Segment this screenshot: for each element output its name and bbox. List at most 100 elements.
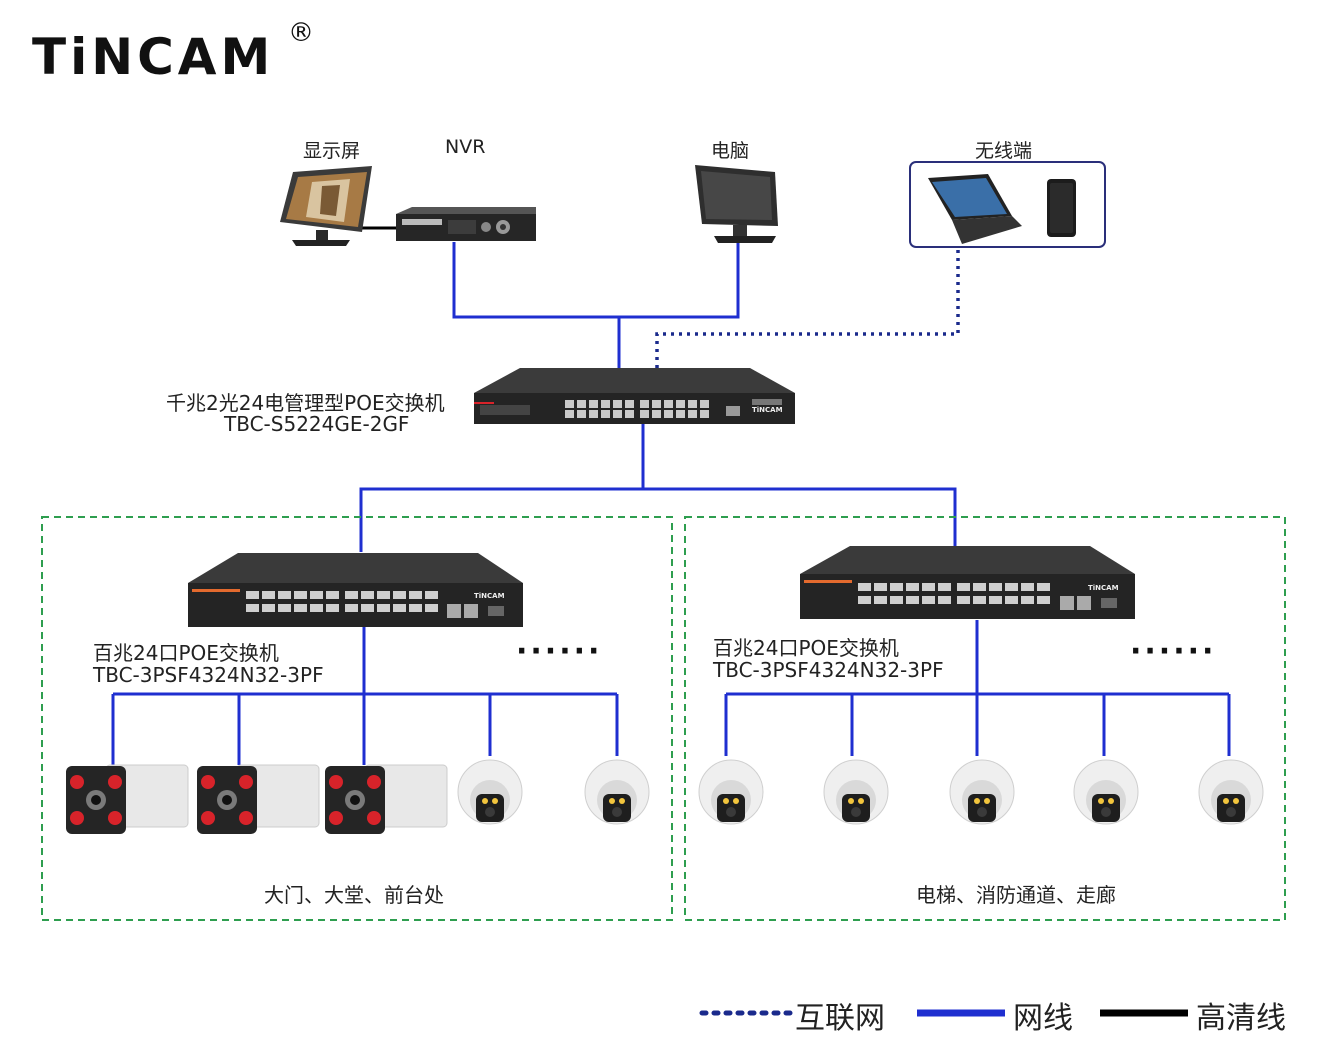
switch-port — [393, 604, 406, 612]
monitor-device — [280, 166, 372, 246]
switch-port — [973, 583, 986, 591]
switch-port — [1021, 583, 1034, 591]
switch-port — [601, 400, 610, 408]
switch-port — [409, 604, 422, 612]
switch-port — [989, 596, 1002, 604]
core-switch-model: TBC-S5224GE-2GF — [224, 412, 410, 436]
cable-nvr — [452, 242, 740, 319]
bullet-camera — [325, 764, 448, 834]
switch-port — [1021, 596, 1034, 604]
left-switch-model: TBC-3PSF4324N32-3PF — [93, 663, 324, 687]
core-switch-brand: TiNCAM — [752, 406, 783, 414]
switch-port — [890, 583, 903, 591]
dome-camera — [1073, 759, 1139, 825]
left-switch-name: 百兆24口POE交换机 — [93, 641, 279, 665]
switch-port — [613, 410, 622, 418]
bullet-camera — [197, 764, 320, 834]
switch-port — [377, 604, 390, 612]
switch-port — [345, 604, 358, 612]
switch-port — [1037, 596, 1050, 604]
switch-port — [262, 591, 275, 599]
right-more-indicator: ······ — [1130, 634, 1217, 669]
switch-port — [278, 604, 291, 612]
switch-port — [1037, 583, 1050, 591]
core-switch-name: 千兆2光24电管理型POE交换机 — [166, 391, 445, 415]
switch-port — [262, 604, 275, 612]
left-more-indicator: ······ — [516, 634, 603, 669]
nvr-device — [396, 207, 536, 241]
right-zone-label: 电梯、消防通道、走廊 — [916, 883, 1116, 907]
switch-port — [676, 410, 685, 418]
access-switch-left-device: TiNCAM — [188, 553, 523, 627]
switch-port — [294, 604, 307, 612]
switch-port — [326, 591, 339, 599]
dome-camera — [949, 759, 1015, 825]
switch-port — [664, 410, 673, 418]
switch-port — [601, 410, 610, 418]
switch-port — [409, 591, 422, 599]
switch-port — [246, 591, 259, 599]
pc-label: 电脑 — [711, 140, 750, 162]
legend-network-label: 网线 — [1013, 1001, 1073, 1036]
switch-port — [688, 400, 697, 408]
switch-port — [326, 604, 339, 612]
switch-port — [922, 583, 935, 591]
switch-port — [577, 400, 586, 408]
switch-port — [425, 604, 438, 612]
right-switch-model: TBC-3PSF4324N32-3PF — [713, 658, 944, 682]
zone-left-border — [41, 516, 673, 921]
switch-port — [858, 596, 871, 604]
switch-port — [589, 400, 598, 408]
cable-core-branch — [359, 487, 957, 552]
switch-port — [425, 591, 438, 599]
pc-device — [695, 165, 778, 243]
dome-camera — [1198, 759, 1264, 825]
phone-device — [1047, 179, 1076, 237]
switch-port — [310, 591, 323, 599]
wireless-label: 无线端 — [975, 140, 1033, 162]
switch-port — [973, 596, 986, 604]
switch-port — [938, 596, 951, 604]
camera-group — [66, 759, 1264, 834]
left-zone-label: 大门、大堂、前台处 — [264, 883, 444, 907]
switch-port — [565, 400, 574, 408]
switch-port — [246, 604, 259, 612]
dome-camera — [698, 759, 764, 825]
monitor-label: 显示屏 — [303, 140, 361, 162]
switch-port — [922, 596, 935, 604]
switch-port — [664, 400, 673, 408]
right-switch-name: 百兆24口POE交换机 — [713, 636, 899, 660]
switch-port — [874, 596, 887, 604]
switch-port — [1005, 596, 1018, 604]
switch-port — [957, 583, 970, 591]
switch-port — [310, 604, 323, 612]
switch-port — [577, 410, 586, 418]
registered-mark: ® — [288, 18, 314, 48]
switch-port — [294, 591, 307, 599]
switch-port — [640, 400, 649, 408]
dome-camera — [457, 759, 523, 825]
core-switch-device: TiNCAM — [474, 368, 795, 424]
switch-port — [393, 591, 406, 599]
switch-port — [361, 604, 374, 612]
access-switch-right-device: TiNCAM — [800, 546, 1135, 619]
switch-port — [676, 400, 685, 408]
switch-port — [906, 596, 919, 604]
internet-link-wireless — [655, 250, 960, 368]
switch-port — [688, 410, 697, 418]
switch-port — [589, 410, 598, 418]
brand-logo: TiNCAM — [32, 28, 275, 86]
switch-port — [652, 400, 661, 408]
switch-port — [565, 410, 574, 418]
switch-port — [700, 410, 709, 418]
laptop-device — [928, 174, 1022, 244]
switch-port — [890, 596, 903, 604]
dome-camera — [584, 759, 650, 825]
switch-port — [361, 591, 374, 599]
wireless-box — [909, 161, 1106, 248]
switch-port — [377, 591, 390, 599]
left-switch-brand: TiNCAM — [474, 592, 505, 600]
switch-port — [906, 583, 919, 591]
switch-port — [625, 410, 634, 418]
